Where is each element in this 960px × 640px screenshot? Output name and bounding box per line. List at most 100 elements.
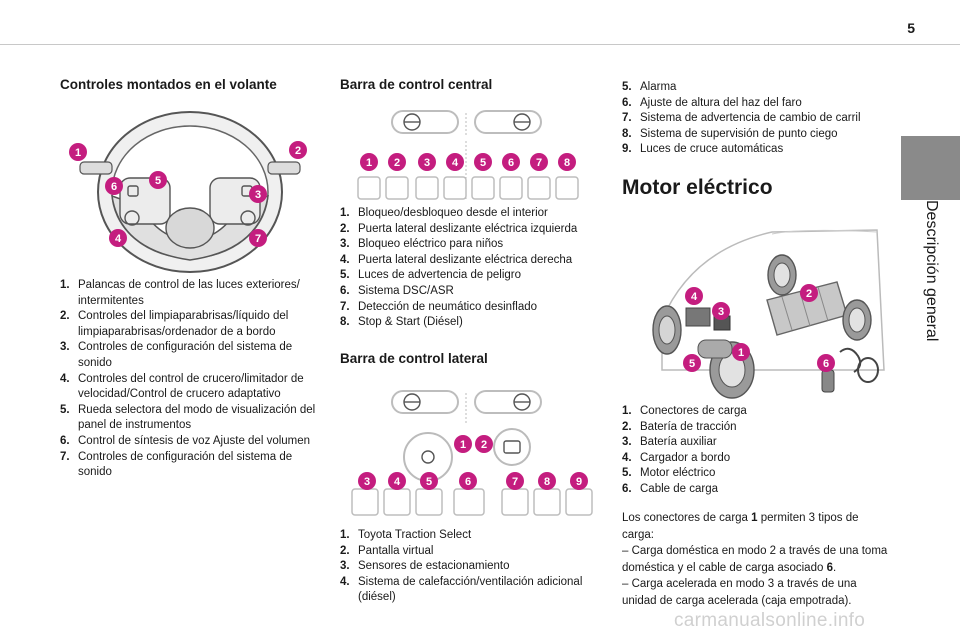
marker-3: 3 (249, 185, 267, 203)
list-item: 4.Controles del control de crucero/limit… (60, 372, 304, 401)
marker-7: 7 (249, 229, 267, 247)
svg-text:1: 1 (75, 147, 81, 159)
list-item: 6.Ajuste de altura del haz del faro (622, 96, 802, 109)
svg-text:7: 7 (255, 233, 261, 245)
svg-text:4: 4 (394, 476, 401, 488)
side-tab-block (901, 136, 960, 200)
marker-1: 1 (69, 143, 87, 161)
svg-text:4: 4 (115, 233, 122, 245)
list-item: 1.Toyota Traction Select (340, 529, 472, 541)
list-item: 2.Puerta lateral deslizante eléctrica iz… (340, 222, 578, 235)
svg-text:4: 4 (691, 291, 698, 303)
list-item: 3.Sensores de estacionamiento (340, 560, 510, 573)
list-item: 1.Palancas de control de las luces exter… (60, 279, 300, 307)
svg-text:7: 7 (536, 157, 542, 169)
marker-1: 1 (454, 435, 472, 453)
list-item: 1.Bloqueo/desbloqueo desde el interior (340, 207, 548, 219)
marker-1: 1 (360, 153, 378, 171)
list-item: 8.Stop & Start (Diésel) (340, 316, 463, 329)
marker-7: 7 (530, 153, 548, 171)
svg-text:5: 5 (426, 476, 432, 488)
marker-5: 5 (149, 171, 167, 189)
list-item: 5.Motor eléctrico (622, 467, 716, 480)
steering-wheel-illustration (79, 111, 301, 273)
electric-motor-illustration (652, 229, 885, 399)
svg-text:3: 3 (255, 189, 261, 201)
marker-9: 9 (570, 472, 588, 490)
lateral-section-title: Barra de control lateral (340, 351, 488, 366)
list-item: 4.Puerta lateral deslizante eléctrica de… (340, 253, 573, 266)
marker-7: 7 (506, 472, 524, 490)
svg-text:6: 6 (508, 157, 514, 169)
central-section-title: Barra de control central (340, 77, 493, 92)
list-item: 3.Controles de configuración del sistema… (60, 341, 293, 369)
charging-paragraph: Los conectores de carga 1 permiten 3 tip… (622, 512, 888, 607)
marker-3: 3 (712, 302, 730, 320)
svg-text:4: 4 (452, 157, 459, 169)
svg-text:1: 1 (460, 439, 466, 451)
marker-2: 2 (289, 141, 307, 159)
marker-5: 5 (683, 354, 701, 372)
marker-5: 5 (420, 472, 438, 490)
list-item: 5.Luces de advertencia de peligro (340, 269, 522, 282)
svg-text:2: 2 (481, 439, 487, 451)
steering-section-title: Controles montados en el volante (60, 77, 277, 92)
marker-2: 2 (388, 153, 406, 171)
svg-text:1: 1 (738, 347, 744, 359)
marker-6: 6 (502, 153, 520, 171)
svg-text:5: 5 (480, 157, 486, 169)
marker-8: 8 (538, 472, 556, 490)
marker-8: 8 (558, 153, 576, 171)
motor-list: 1.Conectores de carga 2.Batería de tracc… (622, 404, 892, 498)
lateral-list-continued: 5.Alarma 6.Ajuste de altura del haz del … (622, 80, 892, 158)
list-item: 3.Bloqueo eléctrico para niños (340, 238, 504, 251)
motor-section-title: Motor eléctrico (622, 176, 773, 199)
list-item: 7.Controles de configuración del sistema… (60, 450, 293, 479)
svg-text:3: 3 (424, 157, 430, 169)
list-item: 4.Cargador a bordo (622, 451, 731, 464)
watermark: carmanualsonline.info (674, 610, 866, 631)
list-item: 1.Conectores de carga (622, 405, 747, 417)
header-divider (0, 44, 960, 45)
svg-text:6: 6 (465, 476, 471, 488)
list-item: 9.Luces de cruce automáticas (622, 143, 784, 156)
svg-text:3: 3 (364, 476, 370, 488)
list-item: 8.Sistema de supervisión de punto ciego (622, 127, 838, 140)
list-item: 5.Rueda selectora del modo de visualizac… (60, 403, 316, 432)
marker-6: 6 (105, 177, 123, 195)
marker-1: 1 (732, 343, 750, 361)
svg-text:5: 5 (689, 358, 695, 370)
motor-markers: 1 2 3 4 5 6 (683, 284, 835, 372)
svg-text:3: 3 (718, 306, 724, 318)
lateral-markers: 1 2 3 4 5 6 7 8 9 (358, 435, 588, 490)
svg-text:8: 8 (544, 476, 550, 488)
list-item: 6.Sistema DSC/ASR (340, 284, 454, 297)
steering-list: 1.Palancas de control de las luces exter… (60, 278, 318, 481)
svg-text:6: 6 (823, 358, 829, 370)
list-item: 2.Pantalla virtual (340, 544, 434, 557)
marker-4: 4 (109, 229, 127, 247)
steering-markers: 1 2 3 4 5 6 7 (69, 141, 307, 247)
list-item: 2.Controles del limpiaparabrisas/líquido… (60, 310, 289, 338)
lateral-list: 1.Toyota Traction Select 2.Pantalla virt… (340, 528, 610, 606)
central-list: 1.Bloqueo/desbloqueo desde el interior 2… (340, 206, 602, 331)
svg-text:2: 2 (295, 145, 301, 157)
central-bar-illustration (357, 110, 579, 200)
svg-text:6: 6 (111, 181, 117, 193)
marker-4: 4 (685, 287, 703, 305)
svg-text:9: 9 (576, 476, 582, 488)
page-number: 5 (907, 20, 915, 36)
list-item: 2.Batería de tracción (622, 420, 737, 433)
list-item: 6.Cable de carga (622, 482, 718, 495)
svg-text:2: 2 (806, 288, 812, 300)
marker-4: 4 (388, 472, 406, 490)
list-item: 7.Detección de neumático desinflado (340, 300, 538, 313)
marker-2: 2 (800, 284, 818, 302)
list-item: 7.Sistema de advertencia de cambio de ca… (622, 112, 861, 125)
side-tab-label: Descripción general (923, 200, 940, 342)
marker-4: 4 (446, 153, 464, 171)
svg-text:1: 1 (366, 157, 372, 169)
svg-text:5: 5 (155, 175, 161, 187)
svg-text:8: 8 (564, 157, 570, 169)
list-item: 3.Batería auxiliar (622, 436, 717, 449)
